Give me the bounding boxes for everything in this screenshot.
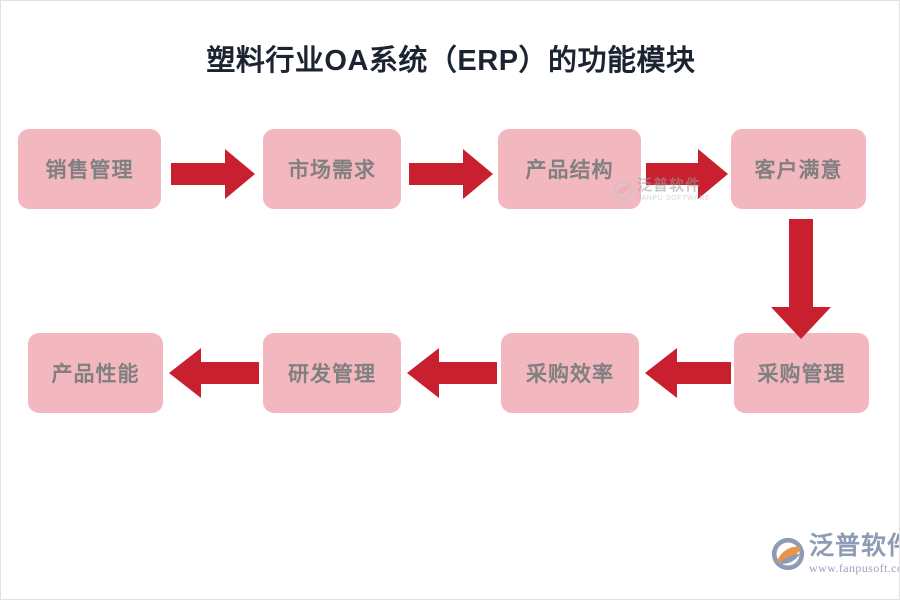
node-purchasing-efficiency[interactable]: 采购效率 (501, 333, 639, 413)
arrow-sales-to-market-icon (171, 149, 255, 199)
arrow-product-to-customer-icon (646, 149, 728, 199)
node-rd-management[interactable]: 研发管理 (263, 333, 401, 413)
node-market-demand[interactable]: 市场需求 (263, 129, 401, 209)
logo-url: www.fanpusoft.com (809, 561, 899, 575)
fanpu-logo: 泛普软件 www.fanpusoft.com (771, 532, 899, 575)
arrow-efficiency-to-rd-icon (407, 348, 497, 398)
page-title: 塑料行业OA系统（ERP）的功能模块 (206, 45, 696, 77)
fanpu-logo-mark-icon (771, 537, 805, 571)
node-product-performance[interactable]: 产品性能 (28, 333, 163, 413)
arrow-purchasing-to-efficiency-icon (645, 348, 731, 398)
node-sales-management[interactable]: 销售管理 (18, 129, 161, 209)
node-customer-satisfaction[interactable]: 客户满意 (731, 129, 866, 209)
node-product-structure[interactable]: 产品结构 (498, 129, 641, 209)
arrow-customer-to-purchasing-icon (771, 219, 831, 339)
arrow-market-to-product-icon (409, 149, 493, 199)
arrow-rd-to-performance-icon (169, 348, 259, 398)
node-purchasing-management[interactable]: 采购管理 (734, 333, 869, 413)
logo-text-cn: 泛普软件 (809, 532, 899, 560)
